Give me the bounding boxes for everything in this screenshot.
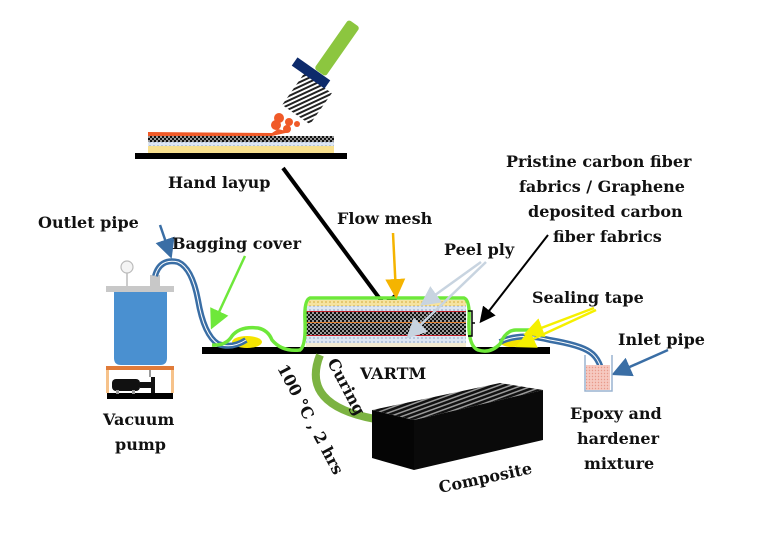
resin-spread: [148, 129, 290, 136]
vacuum-pump-label-line1: Vacuum: [102, 410, 174, 429]
composite-label: Composite: [437, 459, 534, 497]
pump-base: [107, 393, 173, 399]
pump-lid: [106, 286, 174, 292]
pressure-gauge-icon: [120, 260, 134, 274]
bagging-cover: [211, 296, 534, 353]
pump-connector: [150, 275, 160, 286]
vartm-base-plate: [202, 347, 550, 354]
fabrics-label-line4: fiber fabrics: [553, 227, 662, 246]
flow-mesh-layer: [306, 300, 466, 306]
hand-layup-peel-layer: [148, 142, 334, 146]
sealing-tape-label: Sealing tape: [532, 288, 644, 307]
sealing-tape-arrow-2: [515, 308, 597, 348]
pump-frame-top: [106, 366, 174, 370]
fabrics-label-line2: fabrics / Graphene: [519, 177, 685, 196]
fabrics-arrow: [479, 234, 549, 324]
hand-layup-base-plate: [135, 153, 347, 159]
carbon-fabric-layer-2: [306, 323, 466, 335]
peel-ply-arrow-top: [419, 260, 482, 306]
hand-layup-illustration: Hand layup: [135, 20, 359, 192]
hand-layup-carbon-layer: [148, 136, 334, 142]
sealing-tape-arrow-1: [523, 306, 595, 338]
fabrics-label-line1: Pristine carbon fiber: [506, 152, 692, 171]
vacuum-pump: Vacuum pump: [102, 260, 174, 454]
peel-ply-label: Peel ply: [444, 240, 515, 259]
epoxy-label-line3: mixture: [584, 454, 654, 473]
epoxy-label-line1: Epoxy and: [570, 404, 662, 423]
curing-arrow: [311, 353, 376, 423]
vartm-layer-stack: [306, 300, 466, 347]
epoxy-beaker-icon: [584, 355, 613, 392]
outlet-pipe-arrow: [155, 224, 175, 259]
bagging-cover-arrow: [210, 255, 247, 330]
hand-layup-yellow-layer: [148, 146, 334, 153]
bottom-peel-ply-layer: [306, 336, 466, 343]
vartm-label: VARTM: [359, 364, 426, 383]
fabrics-label-line3: deposited carbon: [528, 202, 683, 221]
top-peel-ply-layer: [306, 306, 466, 311]
pump-frame-left: [106, 370, 109, 393]
pump-frame-right: [171, 370, 174, 393]
epoxy-label-line2: hardener: [577, 429, 660, 448]
pump-motor-icon: [112, 370, 155, 394]
flow-mesh-label: Flow mesh: [337, 209, 433, 228]
outlet-pipe-label: Outlet pipe: [38, 213, 139, 232]
vacuum-pump-label-line2: pump: [115, 435, 166, 454]
carbon-fabric-layer-1: [306, 312, 466, 322]
inlet-pipe-label: Inlet pipe: [618, 330, 705, 349]
hand-layup-label: Hand layup: [168, 173, 270, 192]
peel-ply-arrow-bottom: [406, 261, 487, 339]
flow-mesh-arrow: [385, 232, 406, 299]
pump-tank: [114, 292, 167, 365]
bagging-cover-label: Bagging cover: [172, 234, 302, 253]
fabric-bracket: [468, 310, 475, 337]
composite-block-icon: [372, 383, 543, 470]
inlet-pipe-arrow: [611, 348, 669, 377]
brush-icon: [271, 20, 359, 133]
